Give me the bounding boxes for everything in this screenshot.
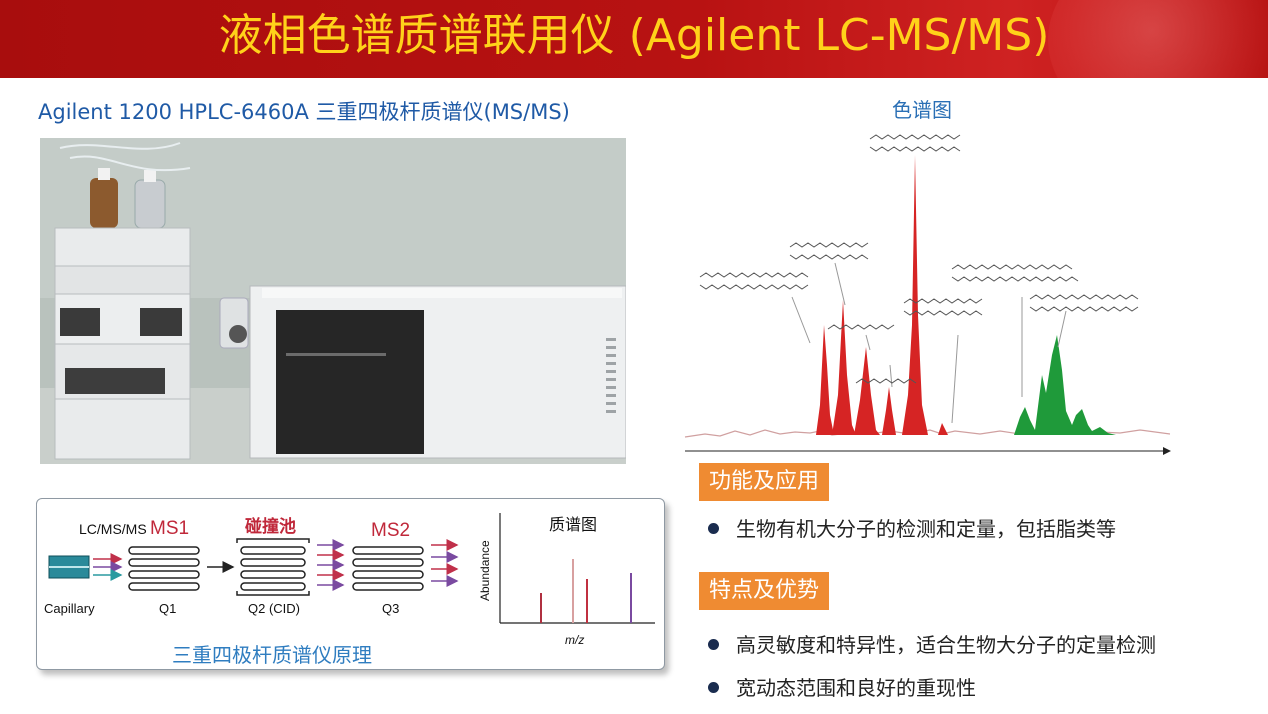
feature-bullet-item: 宽动态范围和良好的重现性 (708, 673, 976, 703)
chromatogram-peak (882, 387, 896, 435)
q3-label: Q3 (382, 601, 399, 616)
q1-label: Q1 (159, 601, 176, 616)
chromatogram-peak (854, 347, 880, 435)
chromatogram-peak (1014, 335, 1116, 435)
chromatogram-peak (816, 325, 834, 435)
bullet-dot-icon (708, 639, 719, 650)
molecular-structure-icons (699, 134, 1139, 384)
chromatogram-title: 色谱图 (892, 98, 952, 122)
collision-cell-label: 碰撞池 (245, 516, 296, 537)
q2-collision-cell-icon (236, 538, 310, 596)
features-advantages-heading: 特点及优势 (699, 572, 830, 610)
chromatogram-peak (832, 300, 856, 435)
banner-globe-decoration (1048, 0, 1268, 78)
q2-label: Q2 (CID) (248, 601, 300, 616)
mz-axis-label: m/z (565, 633, 584, 647)
abundance-axis-label: Abundance (478, 540, 492, 601)
spectrum-axes (499, 513, 655, 624)
bullet-text: 高灵敏度和特异性，适合生物大分子的定量检测 (736, 633, 1156, 657)
instrument-illustration (40, 138, 626, 464)
bullet-text: 宽动态范围和良好的重现性 (736, 676, 976, 700)
ms2-label: MS2 (371, 520, 410, 541)
instrument-photo (40, 138, 626, 464)
instrument-subtitle: Agilent 1200 HPLC-6460A 三重四极杆质谱仪(MS/MS) (38, 100, 570, 124)
spectrum-title: 质谱图 (549, 515, 597, 534)
chromatogram-red-peaks (816, 155, 948, 435)
feature-bullet-item: 高灵敏度和特异性，适合生物大分子的定量检测 (708, 630, 1156, 660)
chromatogram-leader-lines (791, 262, 1067, 424)
q3-quadrupole-icon (352, 546, 424, 591)
bullet-text: 生物有机大分子的检测和定量，包括脂类等 (736, 517, 1116, 541)
function-application-heading: 功能及应用 (699, 463, 830, 501)
lcmsms-label: LC/MS/MS (79, 521, 147, 537)
principle-caption: 三重四极杆质谱仪原理 (172, 643, 372, 667)
title-banner: 液相色谱质谱联用仪 (Agilent LC-MS/MS) (0, 0, 1268, 78)
triple-quad-principle-diagram: LC/MS/MS MS1 碰撞池 MS2 (36, 498, 665, 670)
q1-quadrupole-icon (128, 546, 200, 591)
principle-schematic: LC/MS/MS MS1 碰撞池 MS2 (44, 513, 655, 647)
ms1-label: MS1 (150, 518, 189, 539)
chromatogram-peak (938, 423, 948, 435)
bullet-dot-icon (708, 682, 719, 693)
chromatogram-figure (684, 134, 1171, 455)
chromatogram-peak (902, 155, 928, 435)
capillary-label: Capillary (44, 601, 95, 616)
chromatogram-green-peaks (1014, 335, 1116, 435)
bullet-dot-icon (708, 523, 719, 534)
function-bullet-item: 生物有机大分子的检测和定量，包括脂类等 (708, 514, 1116, 544)
page-title: 液相色谱质谱联用仪 (Agilent LC-MS/MS) (218, 10, 1050, 61)
